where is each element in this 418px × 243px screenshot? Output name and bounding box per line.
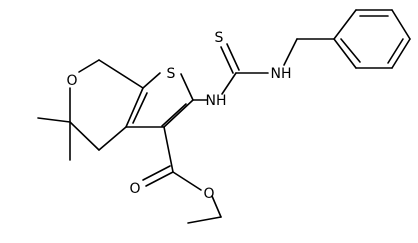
bond-c2-c3-outer: [163, 99, 194, 128]
bond-c3-ester-carbon: [163, 126, 174, 173]
bond-cs-double-1: [220, 46, 234, 74]
bond-nh-ch2: [283, 38, 298, 66]
bond-ph-4-5-inner: [387, 38, 404, 64]
bond-c3a-c7a-outer: [125, 87, 144, 128]
atom-labels: S O NH S NH O O: [66, 30, 291, 202]
bond-c5-methyl-left: [37, 117, 71, 123]
bond-ph-3-4: [391, 9, 411, 40]
bond-ph-1-2: [333, 9, 357, 40]
sulfur-thiocarbonyl-label: S: [215, 30, 224, 46]
molecule-drawing: S O NH S NH O O: [37, 9, 411, 224]
oxygen-carbonyl-label: O: [129, 181, 140, 197]
bond-cs-double-2: [226, 43, 240, 71]
bond-ph-6-1-inner: [340, 38, 361, 63]
bond-o-ch2: [211, 195, 222, 218]
bond-s1-c2: [180, 73, 194, 101]
bond-c5-c4: [69, 121, 100, 151]
oxygen-ester-label: O: [203, 186, 214, 202]
oxygen-ring-label: O: [66, 73, 77, 89]
bond-s1-c7a: [142, 72, 161, 89]
bonds: [37, 9, 411, 224]
sulfur-ring-label: S: [167, 66, 176, 82]
bond-ch2-ch3: [187, 216, 222, 224]
nh-left-label: NH: [206, 93, 227, 109]
bond-c7a-c7: [98, 59, 144, 89]
bond-c4-c3a: [98, 126, 127, 151]
structure-canvas: S O NH S NH O O: [37, 9, 411, 224]
bond-ph-6-1: [333, 38, 357, 69]
bond-c3a-c7a-inner: [132, 92, 148, 124]
bond-carbonyl-1: [145, 171, 174, 187]
bond-c7-o6: [78, 59, 100, 73]
bond-ester-o: [172, 171, 202, 191]
bond-ph-4-5: [391, 38, 411, 69]
bond-carbonyl-2: [142, 165, 171, 181]
nh-right-label: NH: [271, 66, 292, 82]
bond-nh-cthio: [221, 72, 237, 95]
bond-c2-c3-inner: [161, 103, 187, 127]
